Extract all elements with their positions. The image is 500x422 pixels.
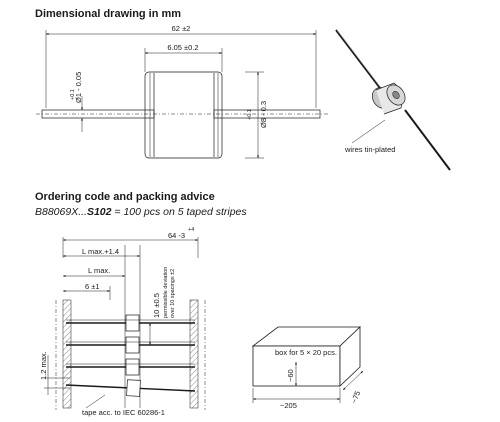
one-two-max-label: 1.2 max. (39, 351, 48, 380)
body-diameter-label: Ø8 - 0.3 (259, 101, 268, 128)
l-max-label: L max. (88, 266, 110, 275)
left-tape (62, 299, 72, 409)
packing-box-drawing: box for 5 × 20 pcs. ~60 ~205 ~75 (251, 326, 364, 410)
overall-length-label: 62 ±2 (172, 24, 191, 33)
tape-width-tol: +4 (188, 227, 194, 233)
tape-width-label: 64 -3 (168, 231, 185, 240)
wire-diameter-label: Ø1 - 0.05 (74, 72, 83, 103)
component-body (144, 71, 223, 159)
code-prefix: B88069X... (35, 206, 87, 218)
component-side-view: 62 ±2 6.05 ±0.2 +0.1 Ø1 - 0.05 +0.1 Ø8 -… (36, 24, 328, 159)
ordering-code-line: B88069X...S102 = 100 pcs on 5 taped stri… (35, 206, 247, 218)
permissible-deviation-line1: permissible deviation (163, 267, 169, 318)
body-diameter-tol: +0.1 (247, 109, 253, 120)
ordering-code-heading: Ordering code and packing advice (35, 191, 215, 203)
wire-diameter-tol: +0.1 (70, 89, 76, 100)
taped-components (65, 314, 196, 397)
tape-packing-drawing: +4 64 -3 L max.+1.4 L max. 6 ±1 (39, 227, 206, 417)
ten-label: 10 ±0.5 (152, 293, 161, 318)
right-tape (189, 299, 199, 409)
body-length-label: 6.05 ±0.2 (167, 43, 198, 52)
six-label: 6 ±1 (85, 282, 100, 291)
wires-tin-plated-note: wires tin-plated (344, 145, 395, 154)
box-width-label: ~205 (280, 401, 297, 410)
component-perspective-illustration: wires tin-plated (335, 29, 451, 171)
code-suffix: = 100 pcs on 5 taped stripes (111, 206, 247, 218)
box-label: box for 5 × 20 pcs. (275, 348, 337, 357)
code-bold: S102 (86, 206, 112, 218)
permissible-deviation-line2: over 10 spacings ±2 (170, 269, 176, 318)
tape-iec-note: tape acc. to IEC 60286-1 (82, 408, 165, 417)
l-max-tol-label: L max.+1.4 (82, 247, 119, 256)
box-height-label: ~60 (286, 369, 295, 382)
dimensional-drawing-heading: Dimensional drawing in mm (35, 8, 182, 20)
box-depth-label: ~75 (349, 390, 362, 405)
